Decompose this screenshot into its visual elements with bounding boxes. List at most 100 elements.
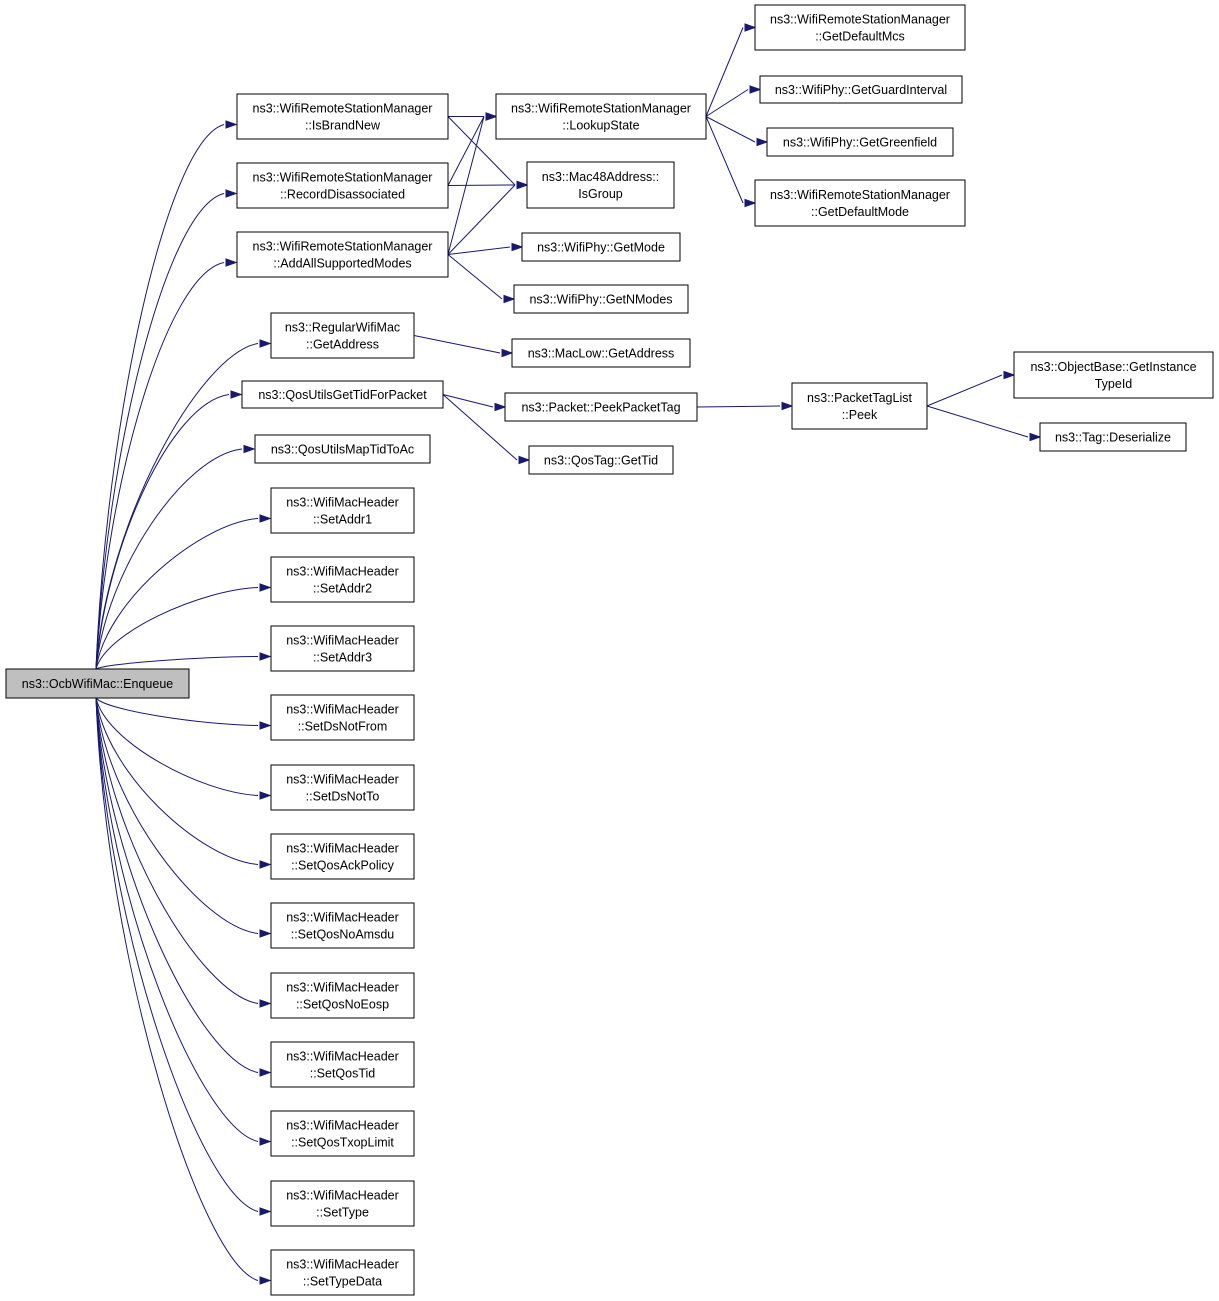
arrowhead	[259, 1207, 272, 1216]
node-qosutilsmaptid[interactable]: ns3::QosUtilsMapTidToAc	[254, 434, 431, 464]
node-settypedata[interactable]: ns3::WifiMacHeader::SetTypeData	[270, 1249, 415, 1296]
node-recorddisassoc[interactable]: ns3::WifiRemoteStationManager::RecordDis…	[236, 162, 449, 209]
node-box	[766, 127, 954, 157]
node-box	[511, 338, 691, 368]
arrowhead	[259, 1068, 272, 1077]
node-label: ns3::QosUtilsMapTidToAc	[271, 443, 414, 457]
node-label: ::Peek	[842, 408, 878, 422]
node-lookupstate[interactable]: ns3::WifiRemoteStationManager::LookupSta…	[495, 93, 707, 140]
call-edges	[95, 23, 1042, 1285]
node-getdefaultmode[interactable]: ns3::WifiRemoteStationManager::GetDefaul…	[754, 179, 966, 227]
node-label: ns3::ObjectBase::GetInstance	[1030, 360, 1196, 374]
node-label: ns3::WifiPhy::GetMode	[537, 241, 665, 255]
node-label: ns3::WifiMacHeader	[286, 565, 399, 579]
call-edge	[95, 697, 259, 1073]
arrowhead	[1003, 370, 1016, 380]
node-box	[270, 1041, 415, 1088]
node-label: ns3::WifiMacHeader	[286, 911, 399, 925]
node-label: ::RecordDisassociated	[280, 188, 405, 202]
node-isbrandnew[interactable]: ns3::WifiRemoteStationManager::IsBrandNe…	[236, 93, 449, 140]
node-box	[270, 1249, 415, 1296]
call-edge	[705, 89, 749, 117]
node-setqostxoplimit[interactable]: ns3::WifiMacHeader::SetQosTxopLimit	[270, 1110, 415, 1157]
call-edge	[95, 697, 259, 1212]
node-label: ns3::Mac48Address::	[542, 170, 659, 184]
arrowhead	[756, 137, 769, 147]
node-getmode[interactable]: ns3::WifiPhy::GetMode	[521, 232, 681, 262]
node-label: ::SetQosNoAmsdu	[291, 928, 395, 942]
node-label: ns3::WifiRemoteStationManager	[253, 171, 433, 185]
node-label: ::SetQosTxopLimit	[291, 1136, 394, 1150]
node-label: ns3::WifiMacHeader	[286, 703, 399, 717]
node-label: ::GetDefaultMode	[811, 205, 909, 219]
node-getnmodes[interactable]: ns3::WifiPhy::GetNModes	[513, 284, 689, 314]
node-tag-deserialize[interactable]: ns3::Tag::Deserialize	[1039, 422, 1187, 452]
arrowhead	[749, 85, 762, 94]
arrowhead	[516, 180, 529, 190]
arrowhead	[259, 999, 272, 1008]
node-addallsupported[interactable]: ns3::WifiRemoteStationManager::AddAllSup…	[236, 231, 449, 278]
arrowhead	[225, 258, 238, 267]
node-label: ::SetDsNotTo	[306, 790, 380, 804]
node-label: ns3::WifiMacHeader	[286, 981, 399, 995]
node-qostag-gettid[interactable]: ns3::QosTag::GetTid	[528, 445, 674, 475]
node-maclow-getaddr[interactable]: ns3::MacLow::GetAddress	[511, 338, 691, 368]
call-edge	[447, 116, 516, 186]
call-edge	[95, 193, 225, 670]
node-setqosnoamsdu[interactable]: ns3::WifiMacHeader::SetQosNoAmsdu	[270, 902, 415, 949]
node-label: ns3::WifiPhy::GetNModes	[529, 293, 672, 307]
node-regularwifimac-getaddr[interactable]: ns3::RegularWifiMac::GetAddress	[270, 312, 415, 359]
node-box	[513, 284, 689, 314]
node-label: ::IsBrandNew	[305, 119, 381, 133]
node-label: ::SetDsNotFrom	[298, 720, 388, 734]
node-label: ns3::WifiMacHeader	[286, 1119, 399, 1133]
node-getguardinterval[interactable]: ns3::WifiPhy::GetGuardInterval	[759, 75, 963, 104]
node-packettaglist-peek[interactable]: ns3::PacketTagList::Peek	[791, 382, 928, 430]
node-setqosackpolicy[interactable]: ns3::WifiMacHeader::SetQosAckPolicy	[270, 833, 415, 880]
node-box	[521, 232, 681, 262]
node-label: ns3::WifiPhy::GetGuardInterval	[775, 83, 947, 97]
node-setqosnoeosp[interactable]: ns3::WifiMacHeader::SetQosNoEosp	[270, 972, 415, 1019]
node-label: ::SetType	[316, 1206, 369, 1220]
node-setqostid[interactable]: ns3::WifiMacHeader::SetQosTid	[270, 1041, 415, 1088]
call-edge	[95, 124, 225, 670]
call-edge	[926, 374, 1003, 407]
node-settype[interactable]: ns3::WifiMacHeader::SetType	[270, 1180, 415, 1227]
node-box	[270, 625, 415, 672]
node-peekpackettag[interactable]: ns3::Packet::PeekPacketTag	[504, 392, 698, 422]
node-label: ns3::OcbWifiMac::Enqueue	[22, 677, 174, 691]
node-label: ns3::WifiMacHeader	[286, 1258, 399, 1272]
node-setaddr1[interactable]: ns3::WifiMacHeader::SetAddr1	[270, 487, 415, 534]
node-setaddr3[interactable]: ns3::WifiMacHeader::SetAddr3	[270, 625, 415, 672]
arrowhead	[485, 112, 498, 121]
node-qosutilsgettid[interactable]: ns3::QosUtilsGetTidForPacket	[241, 380, 444, 409]
arrowhead	[259, 929, 272, 938]
node-isgroup[interactable]: ns3::Mac48Address::IsGroup	[526, 161, 675, 209]
node-box	[754, 179, 966, 227]
node-label: ns3::WifiRemoteStationManager	[253, 102, 433, 116]
arrowhead	[259, 791, 272, 800]
call-edge	[705, 116, 744, 204]
node-box	[241, 380, 444, 409]
node-label: ns3::WifiMacHeader	[286, 496, 399, 510]
node-box	[791, 382, 928, 430]
call-edge	[413, 335, 501, 354]
node-setdsnotfrom[interactable]: ns3::WifiMacHeader::SetDsNotFrom	[270, 694, 415, 741]
arrowhead	[259, 860, 272, 869]
node-setaddr2[interactable]: ns3::WifiMacHeader::SetAddr2	[270, 556, 415, 603]
node-setdsnotto[interactable]: ns3::WifiMacHeader::SetDsNotTo	[270, 764, 415, 811]
node-getgreenfield[interactable]: ns3::WifiPhy::GetGreenfield	[766, 127, 954, 157]
arrowhead	[501, 348, 514, 358]
arrowhead	[511, 242, 524, 252]
arrowhead	[744, 198, 757, 208]
node-label: ns3::WifiMacHeader	[286, 1189, 399, 1203]
arrowhead	[494, 402, 507, 412]
node-box	[270, 312, 415, 359]
node-enqueue[interactable]: ns3::OcbWifiMac::Enqueue	[5, 668, 190, 699]
call-edge	[95, 518, 259, 670]
node-label: ::SetQosAckPolicy	[291, 859, 395, 873]
call-edge	[95, 697, 259, 934]
node-getdefaultmcs[interactable]: ns3::WifiRemoteStationManager::GetDefaul…	[754, 4, 966, 51]
